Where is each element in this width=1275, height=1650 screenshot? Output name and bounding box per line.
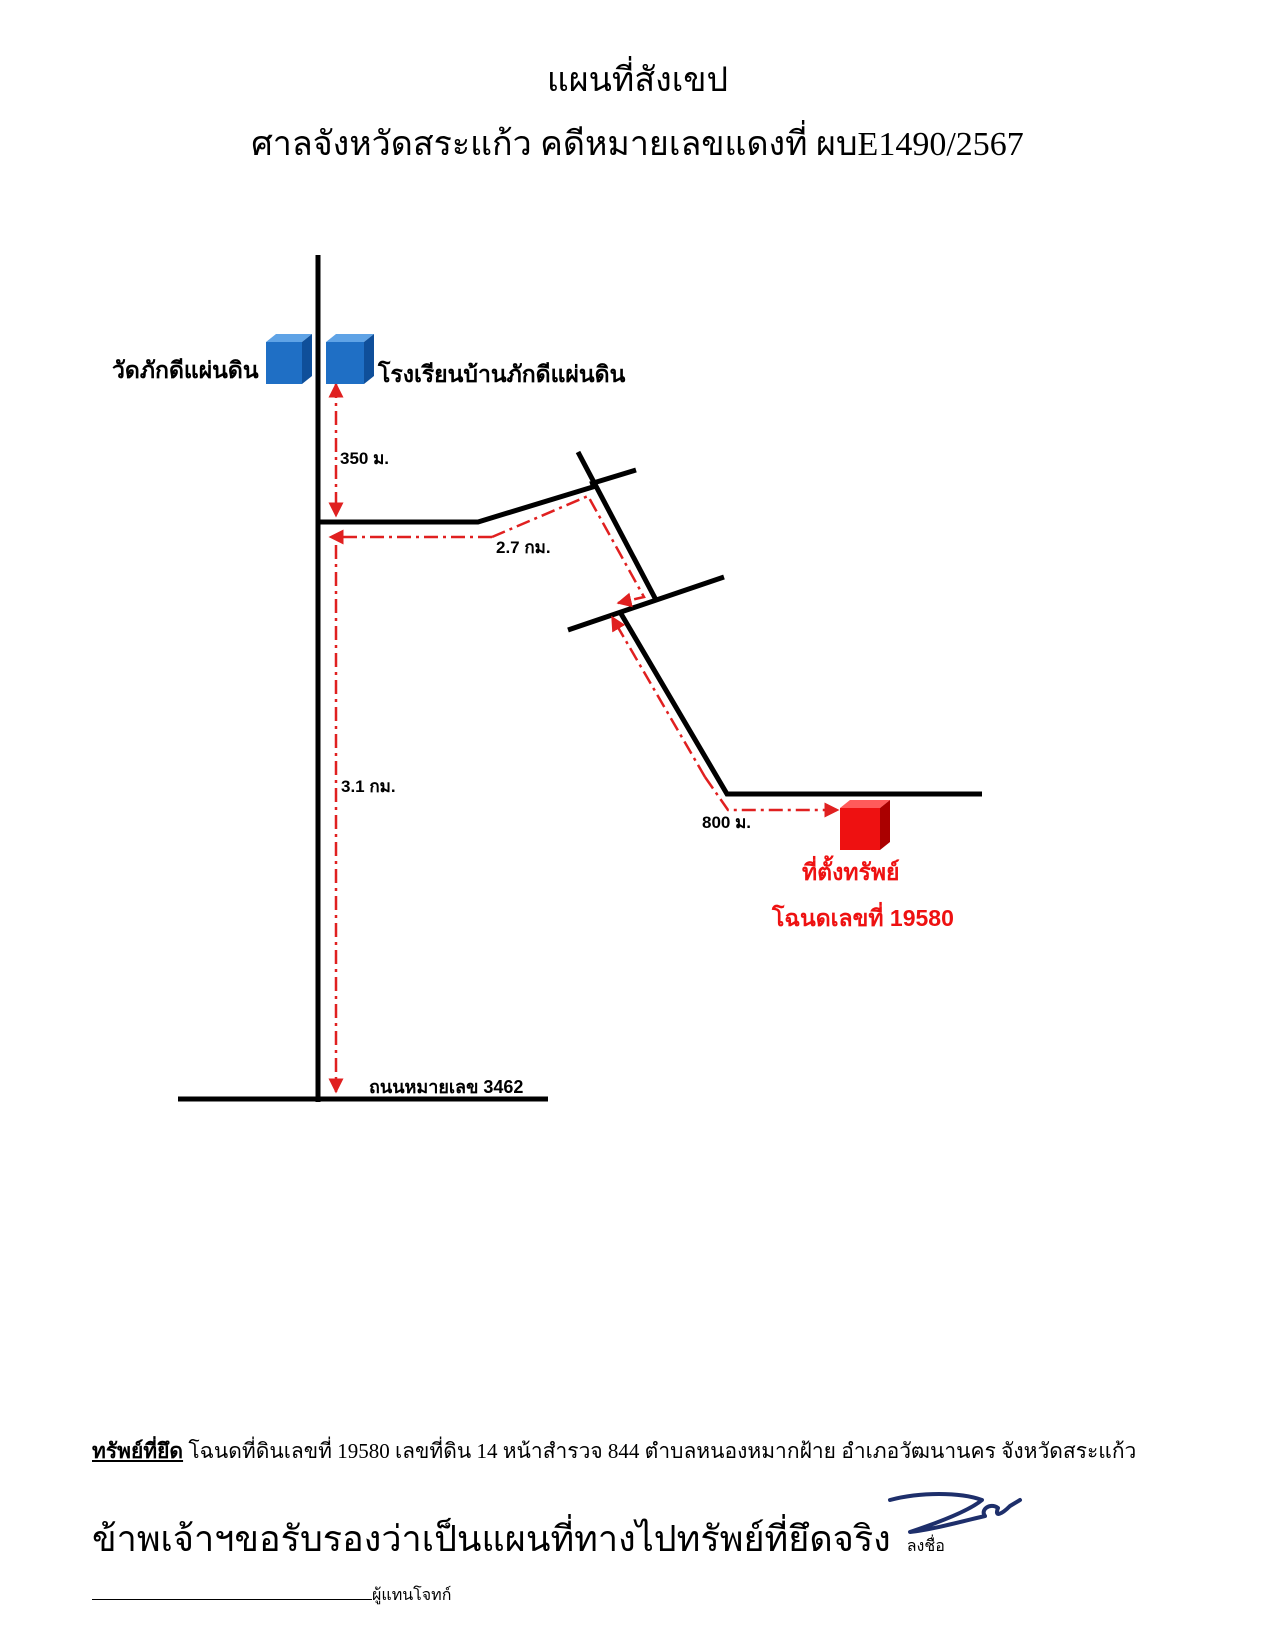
road-3462-label: ถนนหมายเลข 3462 — [369, 1077, 523, 1097]
handwritten-signature — [888, 1492, 1022, 1534]
route-800m — [703, 776, 840, 818]
seized-heading: ทรัพย์ที่ยึด — [92, 1439, 184, 1463]
page-title: แผนที่สังเขป — [546, 62, 729, 99]
signature-line — [92, 1575, 372, 1600]
property-label: ที่ตั้งทรัพย์ — [802, 855, 899, 885]
certification-line: ข้าพเจ้าฯขอรับรองว่าเป็นแผนที่ทางไปทรัพย… — [92, 1510, 1212, 1609]
distance-31km: 3.1 กม. — [341, 777, 396, 796]
connector-road — [575, 450, 659, 602]
seized-detail: โฉนดที่ดินเลขที่ 19580 เลขที่ดิน 14 หน้า… — [183, 1439, 1137, 1463]
distance-350m: 350 ม. — [340, 449, 389, 468]
route-path — [328, 382, 840, 1094]
seized-property-line: ทรัพย์ที่ยึด โฉนดที่ดินเลขที่ 19580 เลขท… — [92, 1435, 1136, 1468]
branch-road-east — [318, 483, 597, 525]
roads — [178, 255, 982, 1102]
road-to-property — [617, 610, 982, 797]
route-to-cross — [610, 615, 707, 778]
property-location-icon — [840, 800, 890, 850]
school-building-icon — [326, 334, 374, 384]
route-27km-b — [491, 494, 646, 608]
distance-800m: 800 ม. — [702, 813, 751, 832]
page-subtitle: ศาลจังหวัดสระแก้ว คดีหมายเลขแดงที่ ผบE14… — [251, 126, 1024, 163]
temple-building-icon — [266, 334, 312, 384]
temple-label: วัดภักดีแผ่นดิน — [112, 357, 259, 383]
sign-label: ลงชื่อ — [906, 1538, 945, 1555]
deed-number-label: โฉนดเลขที่ 19580 — [771, 901, 954, 931]
distance-27km: 2.7 กม. — [496, 538, 551, 557]
school-label: โรงเรียนบ้านภักดีแผ่นดิน — [377, 360, 626, 387]
cross-road-middle — [567, 574, 725, 633]
certify-text: ข้าพเจ้าฯขอรับรองว่าเป็นแผนที่ทางไปทรัพย… — [92, 1519, 891, 1559]
signer-role: ผู้แทนโจทก์ — [372, 1587, 452, 1604]
cross-road-top — [589, 467, 637, 487]
